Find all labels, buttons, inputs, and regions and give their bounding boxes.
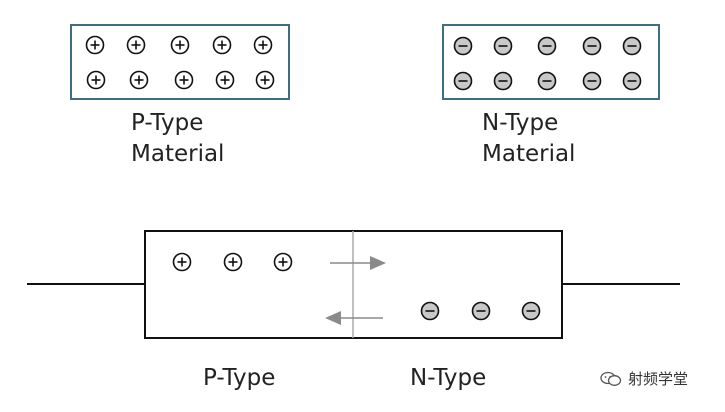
positive-hole	[170, 35, 190, 55]
negative-electron	[471, 301, 491, 321]
junction-n-type-label: N-Type	[410, 365, 487, 391]
positive-hole	[85, 35, 105, 55]
negative-electron	[493, 71, 513, 91]
wechat-icon	[600, 371, 622, 386]
positive-hole	[253, 35, 273, 55]
negative-electron	[537, 36, 557, 56]
negative-electron	[582, 36, 602, 56]
negative-electron	[521, 301, 541, 321]
hole-flow-arrow	[330, 256, 386, 270]
positive-hole	[273, 252, 293, 272]
negative-electron	[537, 71, 557, 91]
positive-hole	[86, 70, 106, 90]
junction-p-type-label: P-Type	[203, 365, 276, 391]
n-type-material-label-line2: Material	[482, 141, 576, 167]
positive-hole	[255, 70, 275, 90]
p-type-material-label-line2: Material	[131, 141, 225, 167]
negative-electron	[493, 36, 513, 56]
negative-electron	[622, 36, 642, 56]
negative-electron	[453, 71, 473, 91]
positive-hole	[129, 70, 149, 90]
positive-hole	[172, 252, 192, 272]
negative-electron	[622, 71, 642, 91]
p-type-charges	[85, 35, 275, 90]
negative-electron	[582, 71, 602, 91]
electron-flow-arrow	[325, 311, 383, 325]
positive-hole	[212, 35, 232, 55]
watermark: 射频学堂	[600, 368, 688, 389]
n-type-material-label-line1: N-Type	[482, 110, 559, 136]
positive-hole	[174, 70, 194, 90]
n-type-charges	[453, 36, 642, 91]
negative-electron	[453, 36, 473, 56]
junction-p-charges	[172, 252, 293, 272]
junction-n-charges	[420, 301, 541, 321]
positive-hole	[126, 35, 146, 55]
positive-hole	[215, 70, 235, 90]
negative-electron	[420, 301, 440, 321]
p-type-material-label-line1: P-Type	[131, 110, 204, 136]
positive-hole	[223, 252, 243, 272]
watermark-text: 射频学堂	[628, 370, 689, 388]
